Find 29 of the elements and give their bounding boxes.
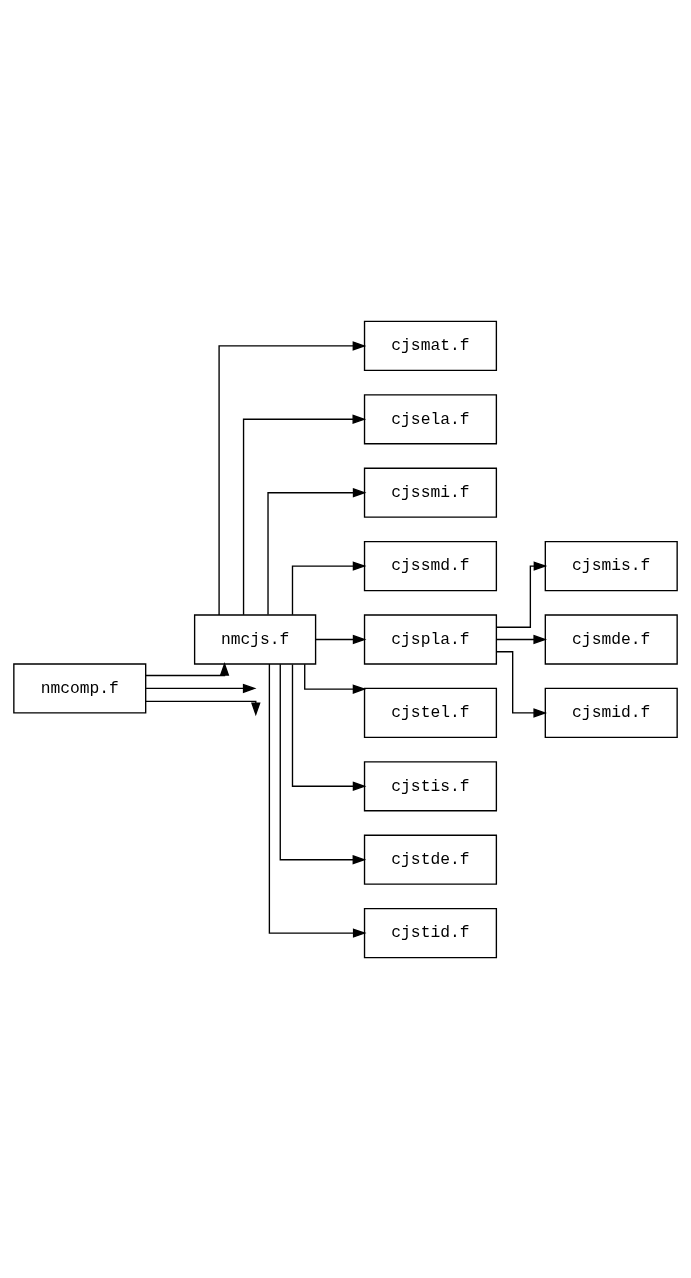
node-box: cjsmid.f — [544, 687, 678, 738]
node-box: cjssmi.f — [363, 467, 498, 518]
arrow — [218, 340, 367, 616]
arrow — [495, 560, 548, 628]
arrow — [291, 663, 367, 791]
arrow — [145, 661, 230, 676]
arrow — [315, 634, 367, 644]
node-box: cjsmde.f — [544, 613, 678, 665]
node-box: cjspla.f — [363, 613, 498, 665]
node-box: cjssmd.f — [363, 540, 498, 591]
node-box: nmcomp.f — [13, 662, 147, 714]
node-box: cjstis.f — [363, 760, 498, 811]
arrow — [267, 487, 367, 615]
node-box: cjstde.f — [363, 834, 498, 885]
node-box: cjsela.f — [363, 393, 498, 444]
arrow — [145, 683, 257, 693]
node-box: cjsmat.f — [363, 320, 498, 371]
node-box: nmcjs.f — [193, 613, 317, 665]
arrow — [279, 663, 367, 864]
node-box: cjstid.f — [363, 907, 498, 958]
arrow — [242, 414, 367, 615]
arrow — [496, 634, 547, 644]
arrow — [145, 700, 261, 716]
arrow — [304, 663, 367, 694]
arrow — [268, 662, 367, 938]
arrow — [495, 650, 547, 718]
arrow — [291, 560, 367, 615]
node-box: cjstel.f — [363, 687, 498, 738]
node-box: cjsmis.f — [544, 540, 678, 591]
